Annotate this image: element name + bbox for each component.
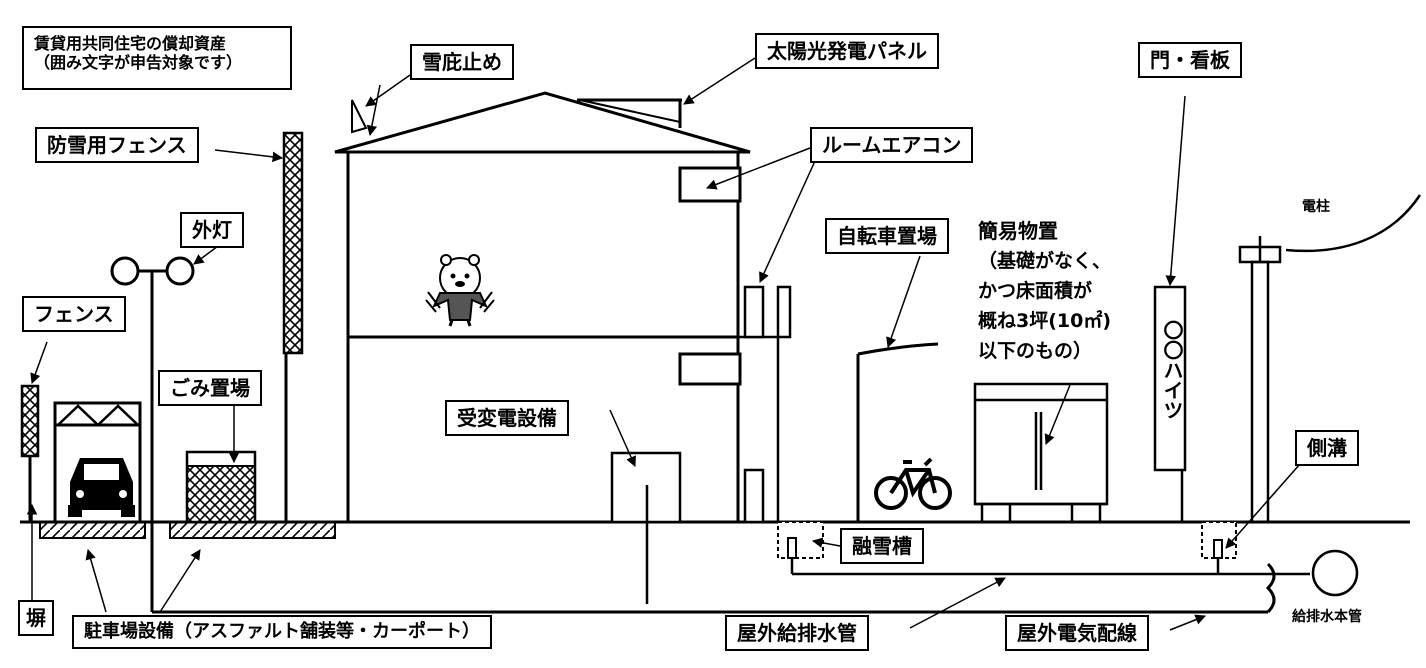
room-ac-label: ルームエアコン — [810, 127, 974, 163]
bicycle-shelter-shape — [856, 342, 939, 522]
bicycle-icon — [874, 457, 952, 510]
simple-storage-label: 簡易物置 （基礎がなく、 かつ床面積が 概ね3坪(10㎡) 以下のもの） — [972, 212, 1117, 370]
garbage-content — [186, 465, 256, 523]
annex-ac — [743, 285, 765, 339]
utility-pole-label: 電柱 — [1302, 199, 1330, 215]
water-main-label: 給排水本管 — [1292, 609, 1362, 625]
outdoor-pipes-label: 屋外給排水管 — [725, 615, 869, 651]
fence-label: フェンス — [22, 296, 126, 332]
annex-post — [743, 468, 765, 524]
wall-label: 塀 — [18, 600, 54, 636]
sign-text-content: 〇〇ハイツ — [1160, 320, 1184, 420]
storage-note-1: （基礎がなく、 — [978, 250, 1112, 272]
carport-shape — [53, 401, 142, 522]
storage-note-4: 以下のもの） — [978, 340, 1093, 362]
header-line1: 賃貸用共同住宅の償却資産 — [34, 34, 227, 53]
ac-unit-lower — [678, 352, 742, 386]
parking-pavement-2 — [169, 521, 336, 539]
sign-board — [1153, 285, 1187, 472]
side-ditch-label: 側溝 — [1295, 430, 1359, 466]
snow-melting-tank-label: 融雪槽 — [840, 528, 924, 564]
header-note: 賃貸用共同住宅の償却資産 （囲み文字が申告対象です） — [22, 26, 292, 90]
ac-unit-upper — [678, 166, 742, 203]
storage-note-3: 概ね3坪(10㎡) — [978, 310, 1112, 332]
main-building — [334, 91, 751, 522]
snow-fence-label: 防雪用フェンス — [35, 127, 199, 163]
outdoor-light-label: 外灯 — [180, 212, 244, 248]
car-icon — [68, 458, 135, 517]
mascot-icon — [420, 248, 500, 328]
solar-panel-label: 太陽光発電パネル — [755, 33, 939, 69]
bicycle-shelter-label: 自転車置場 — [825, 218, 949, 254]
parking-pavement-1 — [39, 521, 146, 539]
annex-wall — [738, 285, 792, 522]
garbage-area-label: ごみ置場 — [158, 370, 262, 406]
snow-fence-shape — [282, 131, 304, 355]
snow-stopper-label: 雪庇止め — [410, 44, 514, 80]
label-arrows — [26, 57, 1301, 631]
storage-note-2: かつ床面積が — [978, 280, 1093, 302]
water-main-circle — [1311, 549, 1359, 597]
substation-label: 受変電設備 — [445, 400, 569, 436]
outdoor-wiring-label: 屋外電気配線 — [1005, 615, 1149, 651]
simple-storage-title: 簡易物置 — [978, 219, 1058, 243]
snow-tank-1 — [777, 521, 824, 559]
lamp-icon — [110, 256, 1276, 614]
fence-shape — [20, 384, 40, 458]
utility-pole-shape — [1238, 194, 1422, 524]
snow-stopper-shape — [351, 99, 368, 134]
parking-label: 駐車場設備（アスファルト舗装等・カーポート） — [72, 615, 492, 649]
sign-text: 〇〇ハイツ — [1158, 320, 1184, 427]
gate-sign-label: 門・看板 — [1138, 42, 1242, 78]
header-line2: （囲み文字が申告対象です） — [34, 53, 243, 73]
storage-shed-shape — [973, 382, 1109, 522]
